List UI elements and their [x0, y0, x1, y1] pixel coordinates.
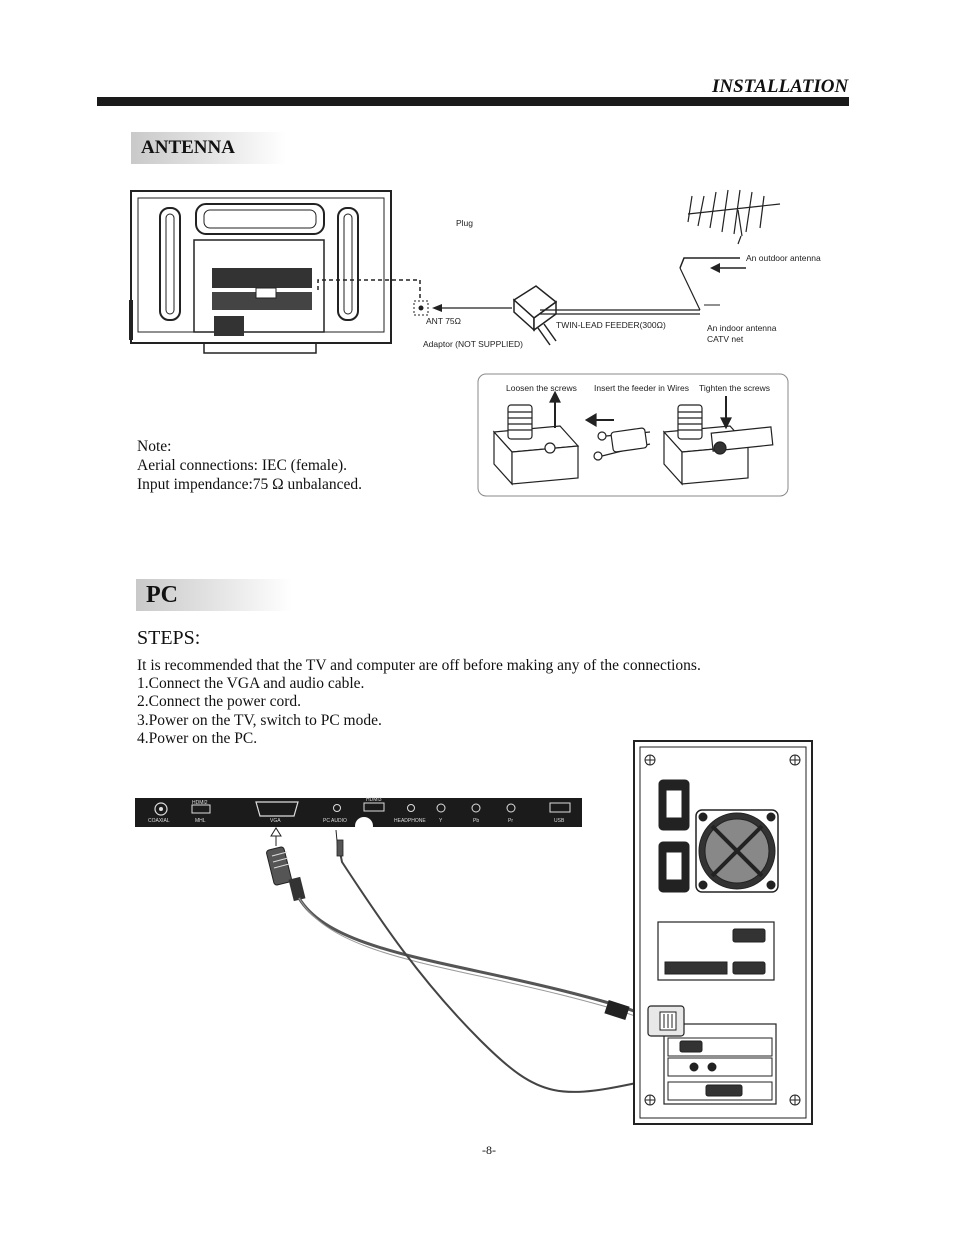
steps-intro: It is recommended that the TV and comput… — [137, 657, 701, 674]
plug-adaptor-illustration — [512, 285, 558, 346]
antenna-note: Note: Aerial connections: IEC (female). … — [137, 437, 362, 494]
page-number: -8- — [482, 1143, 496, 1157]
antenna-title-text: ANTENNA — [141, 137, 235, 158]
port-label-headphone: HEADPHONE — [394, 818, 426, 824]
label-adaptor: Adaptor (NOT SUPPLIED) — [423, 339, 523, 349]
label-insert-feeder: Insert the feeder in Wires — [594, 383, 689, 393]
step-3: 3.Power on the TV, switch to PC mode. — [137, 711, 382, 729]
note-line-1: Aerial connections: IEC (female). — [137, 457, 348, 474]
pc-title-text: PC — [146, 581, 178, 608]
pc-section-title: PC — [136, 579, 292, 611]
step-2: 2.Connect the power cord. — [137, 693, 301, 711]
port-label-hdmi3: HDMI3 — [366, 797, 382, 803]
note-line-2: Input impendance:75 Ω unbalanced. — [137, 476, 362, 493]
port-label-vga: VGA — [270, 818, 281, 824]
step-4: 4.Power on the PC. — [137, 729, 258, 747]
port-label-hdmi2: HDMI2 — [192, 800, 208, 806]
vga-cable-plug — [266, 846, 306, 902]
outdoor-antenna-illustration — [687, 189, 781, 245]
header-rule — [97, 97, 849, 106]
port-label-pc-audio: PC AUDIO — [323, 818, 347, 824]
port-label-usb: USB — [554, 818, 565, 824]
label-tighten-screws: Tighten the screws — [699, 383, 770, 393]
port-label-pr: Pr — [508, 818, 513, 824]
label-catv-net: CATV net — [707, 334, 744, 344]
port-label-coaxial: COAXIAL — [148, 818, 170, 824]
label-outdoor-antenna: An outdoor antenna — [746, 253, 821, 263]
port-label-pb: Pb — [473, 818, 479, 824]
label-twin-lead-feeder: TWIN-LEAD FEEDER(300Ω) — [556, 320, 666, 330]
port-label-mhl: MHL — [195, 818, 206, 824]
label-ant75: ANT 75Ω — [426, 316, 461, 326]
pc-connection-diagram: COAXIAL HDMI2 MHL VGA PC AUDIO HDMI3 HEA… — [135, 740, 813, 1125]
step-1: 1.Connect the VGA and audio cable. — [137, 675, 365, 693]
tv-input-panel: COAXIAL HDMI2 MHL VGA PC AUDIO HDMI3 HEA… — [135, 797, 582, 835]
antenna-section-title: ANTENNA — [131, 132, 286, 164]
pc-tower-illustration — [633, 740, 813, 1125]
tv-back-illustration — [129, 190, 392, 354]
steps-title: STEPS: — [137, 627, 201, 649]
header-title: INSTALLATION — [712, 76, 849, 97]
label-plug: Plug — [456, 218, 473, 228]
label-loosen-screws: Loosen the screws — [506, 383, 577, 393]
screw-steps-illustration — [492, 390, 774, 486]
label-indoor-antenna: An indoor antenna — [707, 323, 777, 333]
antenna-diagram: Plug An outdoor antenna ANT 75Ω TWIN-LEA… — [129, 189, 821, 497]
steps-list: It is recommended that the TV and comput… — [137, 657, 701, 748]
port-label-y: Y — [439, 818, 443, 824]
note-heading: Note: — [137, 438, 172, 455]
